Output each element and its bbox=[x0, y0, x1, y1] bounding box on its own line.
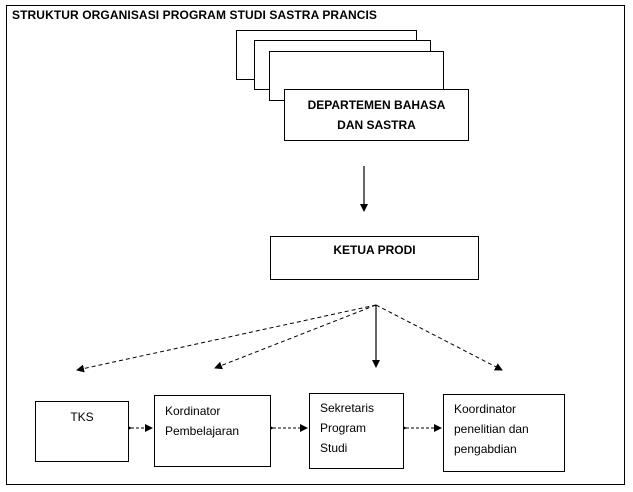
koordinator-line2: penelitian dan bbox=[454, 422, 529, 436]
diagram-frame bbox=[6, 5, 625, 485]
dashed-arrow-to-koordinator bbox=[375, 304, 503, 371]
dashed-arrow-to-pembelajaran bbox=[214, 304, 377, 370]
kordinator-pembelajaran-box: Kordinator Pembelajaran bbox=[154, 395, 271, 467]
sekretaris-line2: Program bbox=[320, 421, 367, 435]
sekretaris-line3: Studi bbox=[320, 441, 348, 455]
departemen-line2: DAN SASTRA bbox=[337, 118, 416, 132]
koordinator-penelitian-box: Koordinator penelitian dan pengabdian bbox=[443, 394, 565, 472]
dashed-arrow-to-tks bbox=[76, 304, 377, 373]
tks-box: TKS bbox=[35, 401, 129, 462]
tks-label: TKS bbox=[70, 410, 94, 424]
koordinator-line1: Koordinator bbox=[454, 402, 517, 416]
ketua-prodi-label: KETUA PRODI bbox=[333, 243, 416, 257]
sekretaris-line1: Sekretaris bbox=[320, 401, 375, 415]
koordinator-line3: pengabdian bbox=[454, 442, 517, 456]
pembelajaran-line1: Kordinator bbox=[165, 404, 221, 418]
sekretaris-program-studi-box: Sekretaris Program Studi bbox=[309, 393, 404, 469]
diagram-title: STRUKTUR ORGANISASI PROGRAM STUDI SASTRA… bbox=[12, 8, 378, 22]
departemen-box: DEPARTEMEN BAHASA DAN SASTRA bbox=[284, 89, 469, 141]
departemen-line1: DEPARTEMEN BAHASA bbox=[307, 98, 446, 112]
pembelajaran-line2: Pembelajaran bbox=[165, 424, 240, 438]
ketua-prodi-box: KETUA PRODI bbox=[270, 236, 479, 280]
